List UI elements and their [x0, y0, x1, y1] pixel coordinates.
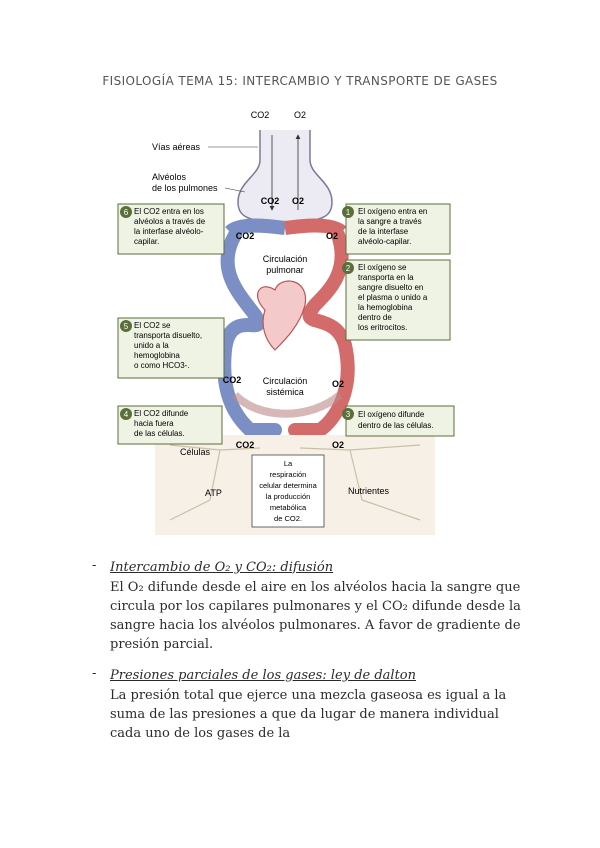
respiration-line-3: celular determina: [259, 481, 317, 490]
step-1-line-3: de la interfase: [358, 227, 409, 236]
bullet-dash: -: [92, 558, 97, 573]
respiration-line-2: respiración: [270, 470, 307, 479]
step-1-number: 1: [346, 208, 351, 217]
bullet-dash: -: [92, 666, 97, 681]
alveolus-o2: O2: [292, 196, 304, 206]
step-1-line-2: la sangre a través: [358, 217, 422, 226]
step-5-line-5: o como HCO3-.: [134, 361, 190, 370]
note-item-diffusion: - Intercambio de O₂ y CO₂: difusión El O…: [92, 558, 532, 654]
tissue-o2: O2: [332, 440, 344, 450]
step-2-line-4: el plasma o unido a: [358, 293, 428, 302]
step-6-box: [117, 203, 225, 255]
note-heading: Intercambio de O₂ y CO₂: difusión: [110, 560, 334, 575]
vias-aereas-label: Vías aéreas: [152, 142, 201, 152]
respiration-line-1: La: [284, 459, 293, 468]
respiration-line-6: de CO2.: [274, 514, 302, 523]
respiration-box: [251, 454, 325, 528]
note-heading: Presiones parciales de los gases: ley de…: [110, 668, 416, 683]
respiration-line-4: la producción: [266, 492, 311, 501]
pulmonary-circulation-2: pulmonar: [266, 265, 304, 275]
step-4-box: [117, 405, 223, 445]
notes-list: - Intercambio de O₂ y CO₂: difusión El O…: [92, 558, 532, 755]
step-2-line-7: los eritrocitos.: [358, 323, 407, 332]
step-4-line-1: El CO2 difunde: [134, 409, 189, 418]
nutrients-label: Nutrientes: [348, 486, 390, 496]
step-4-line-2: hacia fuera: [134, 419, 174, 428]
heart: [257, 280, 307, 351]
step-2-line-2: transporta en la: [358, 273, 414, 282]
respiration-line-5: metabólica: [270, 503, 307, 512]
step-3-number: 3: [346, 410, 351, 419]
capillary-co2-top: CO2: [236, 231, 255, 241]
step-1-box: [345, 203, 451, 255]
alveolos-label-2: de los pulmones: [152, 183, 218, 193]
step-6-line-4: capilar.: [134, 237, 159, 246]
note-body: El O₂ difunde desde el aire en los alvéo…: [110, 580, 521, 652]
step-1-line-1: El oxígeno entra en: [358, 207, 427, 216]
systemic-circulation-2: sistémica: [266, 387, 304, 397]
top-co2-label: CO2: [251, 110, 270, 120]
capillary-co2-bottom: CO2: [223, 375, 242, 385]
step-2-number: 2: [346, 264, 351, 273]
step-6-number: 6: [124, 208, 129, 217]
step-4-line-3: de las células.: [134, 429, 185, 438]
systemic-capillary: [232, 391, 343, 418]
step-1-line-4: alvéolo-capilar.: [358, 237, 411, 246]
step-3-line-1: El oxígeno difunde: [358, 410, 425, 419]
step-2-line-5: la hemoglobina: [358, 303, 413, 312]
arterial-loop: [288, 228, 355, 437]
gas-exchange-svg: CO2 O2 Vías aéreas Alvéolos de los pulmo…: [117, 110, 455, 535]
step-6-line-2: alvéolos a través de: [134, 217, 206, 226]
step-5-box: [117, 317, 225, 379]
step-2-line-6: dentro de: [358, 313, 392, 322]
airway: [237, 130, 333, 223]
note-body: La presión total que ejerce una mezcla g…: [110, 688, 507, 741]
step-5-line-4: hemoglobina: [134, 351, 180, 360]
step-5-line-2: transporta disuelto,: [134, 331, 202, 340]
capillary-o2-top: O2: [326, 231, 338, 241]
alveolos-label-1: Alvéolos: [152, 172, 187, 182]
venous-loop: [217, 228, 282, 437]
step-6-line-3: la interfase alvéolo-: [134, 227, 204, 236]
step-3-line-2: dentro de las células.: [358, 421, 434, 430]
step-5-line-3: unido a la: [134, 341, 169, 350]
step-5-number: 5: [124, 322, 129, 331]
systemic-circulation-1: Circulación: [263, 376, 308, 386]
cells-label: Células: [180, 447, 211, 457]
tissue-co2: CO2: [236, 440, 255, 450]
alveolus-co2: CO2: [261, 196, 280, 206]
step-5-line-1: El CO2 se: [134, 321, 171, 330]
capillary-o2-bottom: O2: [332, 379, 344, 389]
pulmonary-circulation-1: Circulación: [263, 254, 308, 264]
atp-label: ATP: [205, 488, 222, 498]
step-6-line-1: El CO2 entra en los: [134, 207, 204, 216]
page-title: FISIOLOGÍA TEMA 15: INTERCAMBIO Y TRANSP…: [102, 74, 498, 88]
step-2-line-1: El oxígeno se: [358, 263, 407, 272]
step-4-number: 4: [124, 410, 129, 419]
step-3-box: [345, 405, 455, 437]
gas-exchange-diagram: CO2 O2 Vías aéreas Alvéolos de los pulmo…: [100, 100, 470, 540]
step-2-line-3: sangre disuelto en: [358, 283, 423, 292]
top-o2-label: O2: [294, 110, 306, 120]
note-item-dalton: - Presiones parciales de los gases: ley …: [92, 666, 532, 743]
step-2-box: [345, 259, 451, 341]
